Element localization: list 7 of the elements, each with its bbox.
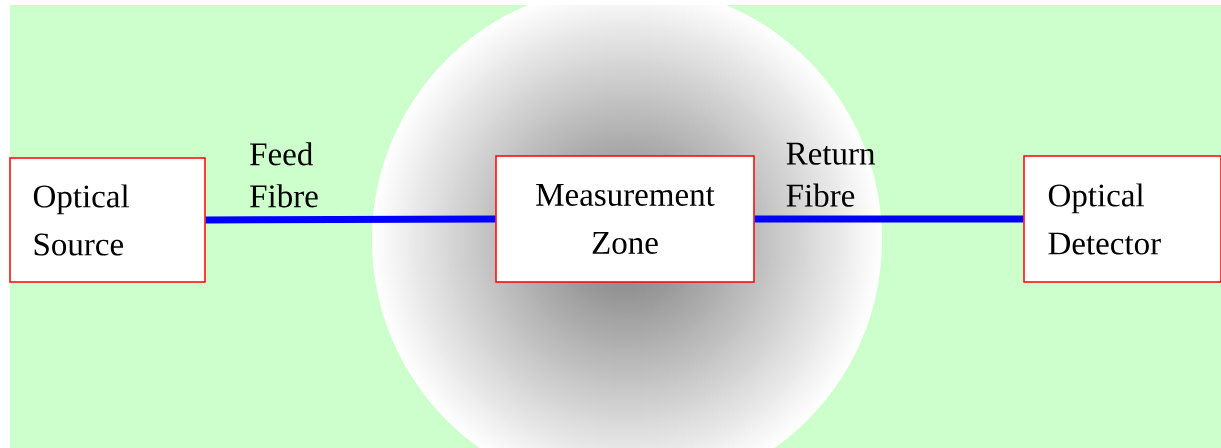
process-box: Optical Detector — [1023, 155, 1221, 283]
fibre-line — [205, 215, 496, 224]
edge-label: Feed Fibre — [250, 142, 318, 208]
process-box: Optical Source — [9, 157, 206, 283]
fibre-line — [754, 215, 1024, 223]
edge-label: Return Fibre — [786, 142, 875, 207]
process-box: Measurement Zone — [495, 155, 755, 283]
